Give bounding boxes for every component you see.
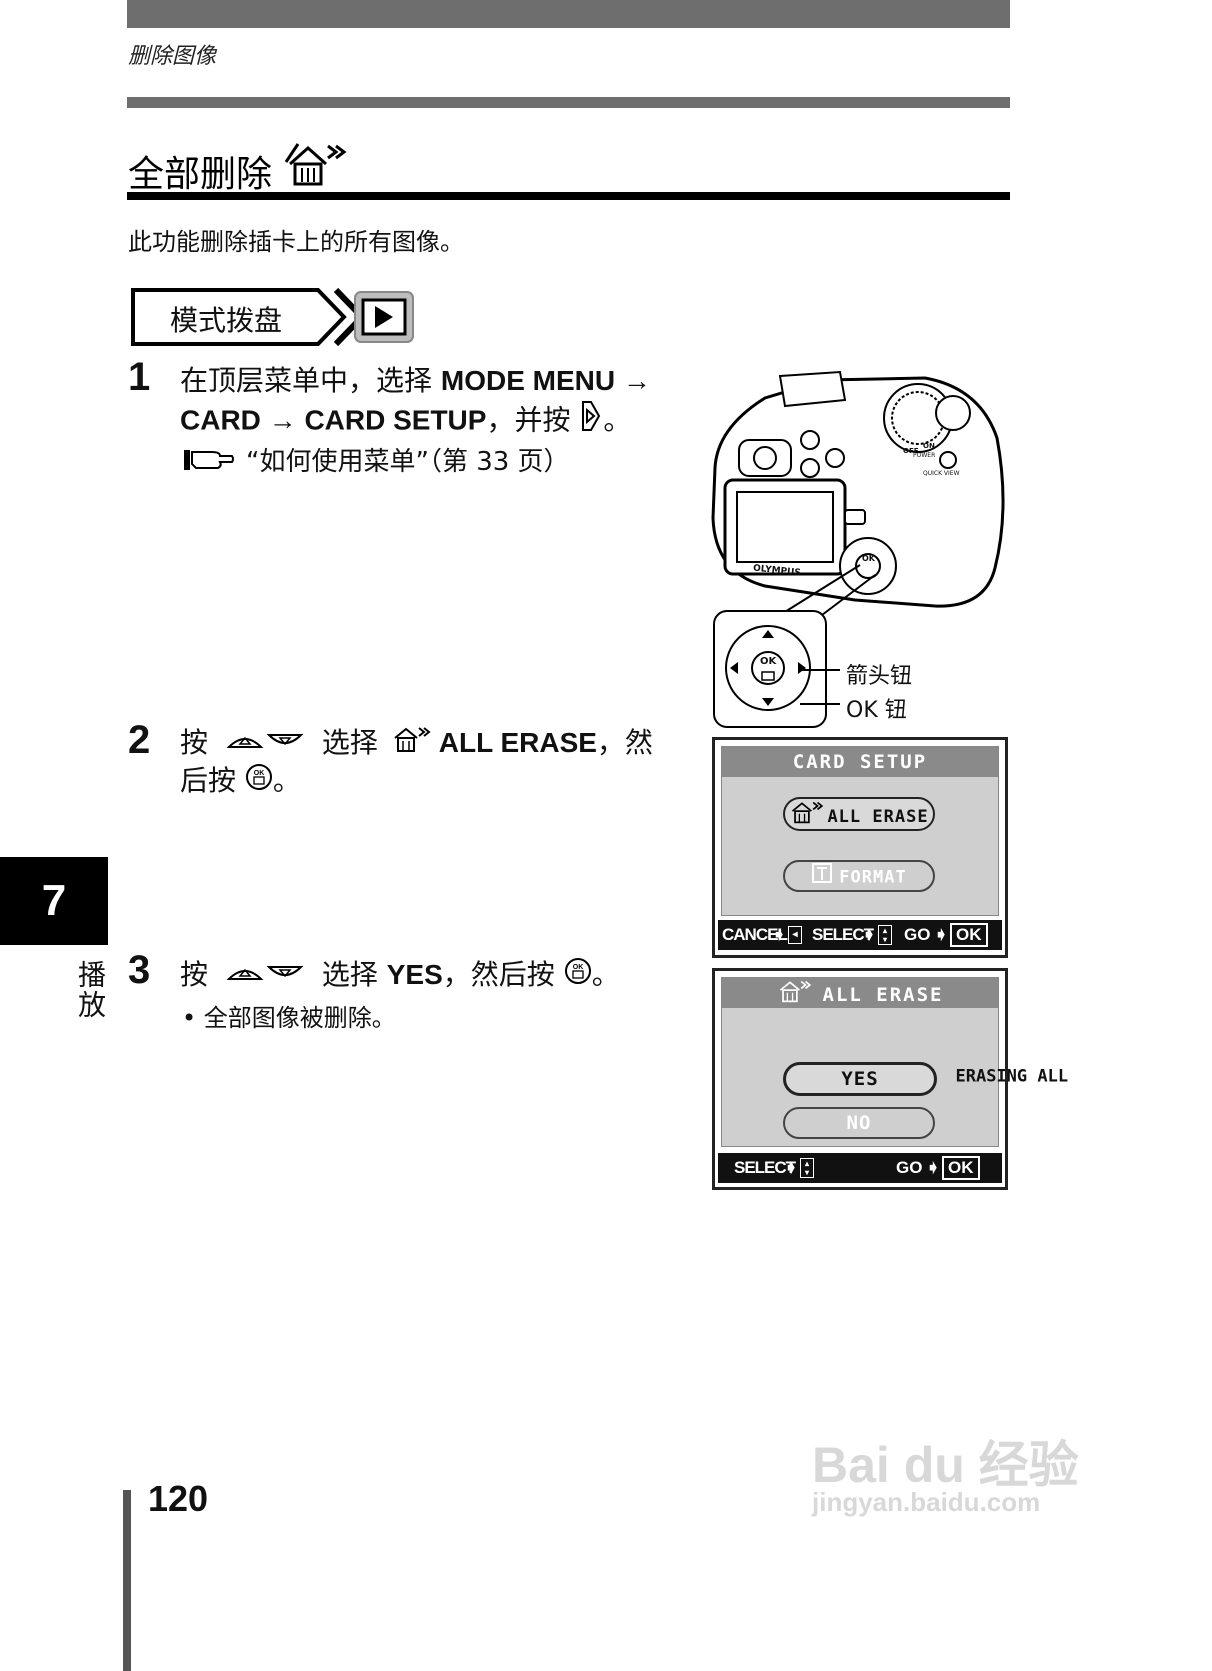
svg-text:OK: OK [254,770,265,777]
ok-button-icon: OK [245,762,273,802]
no-option-label: NO [846,1112,872,1134]
ok-key-badge: OK [950,923,988,947]
format-icon [811,862,833,893]
select-hint-2: SELECT [734,1158,796,1177]
camera-quickview-label: QUICK VIEW [923,470,960,477]
all-erase-screen: ALL ERASE CAUTION ERASING ALL YES NO SEL… [712,968,1068,1190]
step-3-text-c: ，然后按 [442,958,555,991]
top-header-bar [127,0,1010,28]
page-number-bar [123,1490,131,1671]
section-divider-bar [127,97,1010,108]
step-3-line1: 按 选择 YES，然后按 OK 。 [180,955,700,996]
go-hint: GO [904,925,931,944]
option-all-erase-icon [789,799,827,835]
go-arrow-icon: ➧ [934,925,949,944]
baidu-watermark-url: jingyan.baidu.com [812,1487,1041,1517]
up-down-key-icon: ▴▾ [878,925,892,945]
step-1-text-b: ，并按 [486,403,571,437]
intro-text: 此功能删除插卡上的所有图像。 [128,228,464,256]
step-2-text-d: 后按 [180,764,237,797]
step-1-mode-menu: MODE MENU → [440,365,651,396]
camera-power-label: POWER [913,452,936,459]
step-2-text-b: 选择 [321,726,378,759]
yes-option[interactable]: YES [783,1062,937,1096]
select-hint: SELECT [812,925,874,944]
step-2-all-erase-icon [391,724,435,765]
all-erase-icon [284,140,354,194]
no-option[interactable]: NO [783,1107,935,1139]
step-2-all-erase: ALL ERASE [438,727,597,758]
step-2-line2: 后按 OK 。 [180,761,301,802]
camera-on-label: ON [923,442,935,450]
step-1-line2: CARD → CARD SETUP，并按 。 [180,399,700,444]
baidu-watermark-logo: Bai du 经验 [812,1437,1079,1493]
step-3-period: 。 [591,958,620,991]
step-1-number: 1 [128,355,151,399]
left-key-icon: ◂ [788,926,802,944]
header-all-erase-icon [777,978,815,1013]
step-3-ok-button-icon: OK [564,956,592,996]
step-3-yes: YES [386,959,443,990]
step-3-text-a: 按 [180,958,209,991]
step-1-text-a: 在顶层菜单中，选择 [180,364,441,397]
zoom-connector-lines [779,564,876,616]
mode-dial-badge: 模式拨盘 [130,287,420,347]
select-arrow-icon-2: ➧ [784,1158,799,1177]
all-erase-option-label: ALL ERASE [827,807,929,827]
ok-button-callout: OK 钮 [846,698,907,723]
select-arrow-icon: ➧ [862,925,877,944]
svg-text:OK: OK [572,964,583,971]
step-1-line1: 在顶层菜单中，选择 MODE MENU → [180,361,700,401]
go-hint-2: GO [896,1158,923,1177]
callout-lines [800,669,840,705]
step-1-reference: “如何使用菜单”（第 33 页） [182,441,570,479]
step-3-bullet: • 全部图像被删除。 [182,1004,396,1032]
page-number: 120 [148,1478,209,1519]
step-3-up-down-button-icon [225,956,305,996]
page-title: 全部删除 [128,154,273,195]
go-arrow-icon-2: ➧ [926,1158,941,1177]
step-2-line1: 按 选择 ALL ERASE，然 [180,723,700,765]
cancel-arrow-icon: ➧ [772,925,787,944]
all-erase-title: ALL ERASE [822,984,944,1006]
mode-dial-label: 模式拨盘 [170,304,283,337]
format-option[interactable]: FORMAT [783,860,935,892]
chapter-number-tab: 7 [0,857,108,945]
all-erase-header: ALL ERASE [722,978,998,1008]
step-1-card-setup: CARD → CARD SETUP [180,404,487,436]
playback-mode-icon [353,290,415,348]
closeup-ok-label: OK [760,656,777,667]
step-2-text-c: ，然 [596,726,653,759]
right-arrow-button-icon [579,399,603,444]
camera-off-label: OFF [903,447,919,455]
all-erase-footer: SELECT ➧ ▴▾ GO ➧ OK [718,1153,1002,1183]
step-3-number: 3 [128,948,151,992]
up-down-button-icon [225,724,305,764]
camera-illustration: OLYMPUS OK ON OFF POWER QUICK VIEW [705,368,1010,618]
title-rule [127,192,1010,200]
yes-option-label: YES [841,1068,879,1090]
chapter-label: 播放 [74,960,107,1020]
format-option-label: FORMAT [839,867,907,888]
cancel-hint: CANCEL [722,925,788,944]
step-2-period: 。 [272,764,301,797]
step-2-text-a: 按 [180,726,209,759]
up-down-key-icon-2: ▴▾ [800,1158,814,1178]
arrow-button-callout: 箭头钮 [846,664,913,689]
step-2-number: 2 [128,718,151,762]
section-label: 删除图像 [128,44,217,69]
all-erase-option[interactable]: ALL ERASE [783,797,935,831]
card-setup-footer: CANCEL ➧ ◂ SELECT ➧ ▴▾ GO ➧ OK [718,920,1002,950]
card-setup-title: CARD SETUP [722,747,998,777]
reference-hand-icon [182,446,236,479]
step-1-period: 。 [603,403,632,437]
camera-ok-label: OK [862,554,875,563]
ok-key-badge-2: OK [942,1156,980,1180]
step-3-text-b: 选择 [321,958,387,991]
card-setup-screen: CARD SETUP ALL ERASE FORMAT CANCEL ➧ ◂ S… [712,737,1008,958]
reference-text: “如何使用菜单”（第 33 页） [246,447,570,477]
